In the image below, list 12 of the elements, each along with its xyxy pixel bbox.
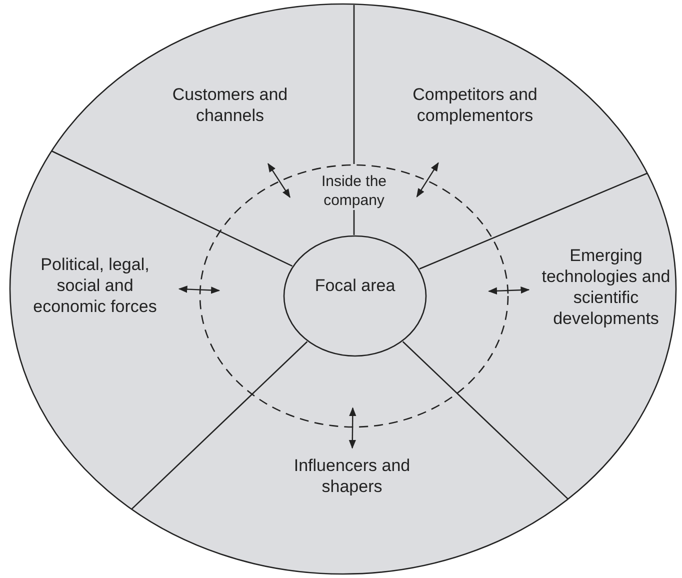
sector-label: Competitors and complementors [390,84,560,126]
double-arrow [268,162,290,198]
double-arrow [416,162,439,198]
sector-label: Political, legal, social and economic forces [30,254,160,317]
double-arrow [178,286,220,294]
region-label: Inside the company [320,172,388,210]
double-arrow [348,407,356,449]
sector-label: Influencers and shapers [262,455,442,497]
double-arrow [488,286,530,294]
sector-label: Emerging technologies and scientific developments [540,245,672,329]
sector-label: Customers and channels [150,84,310,126]
focal-label: Focal area [314,275,396,296]
